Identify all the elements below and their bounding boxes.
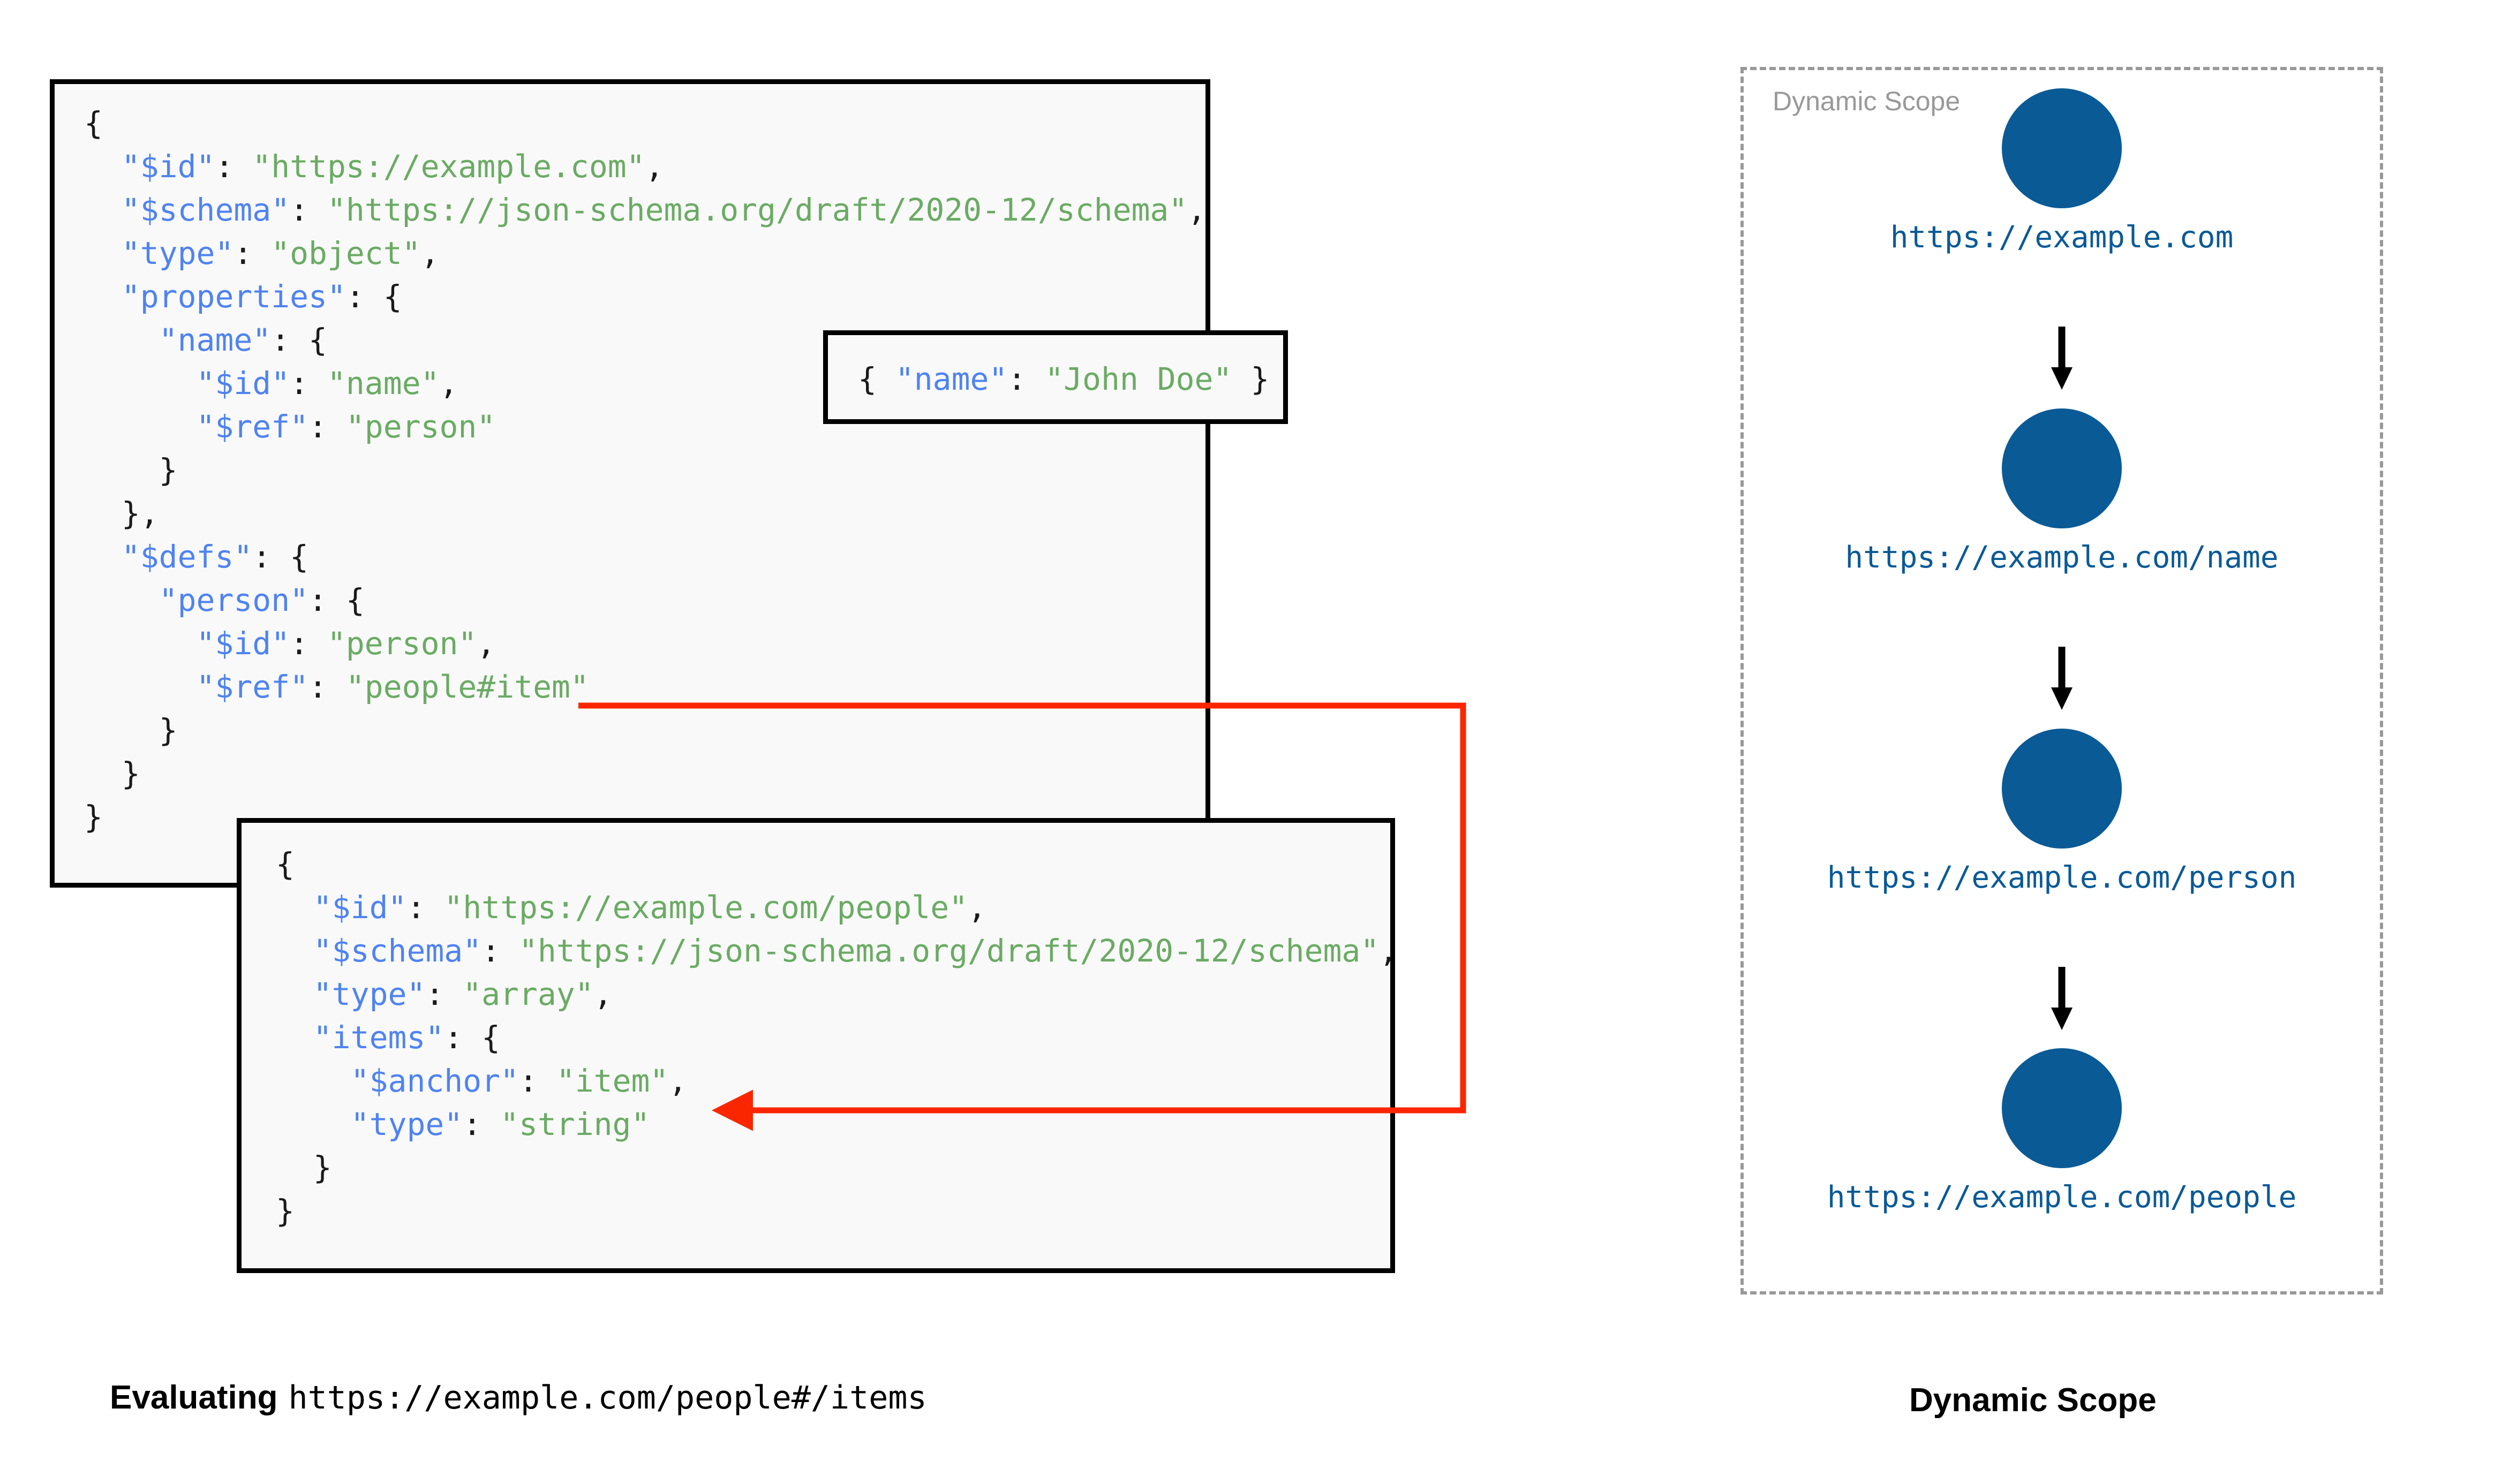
scope-circle-icon-3 [2002,1048,2122,1168]
scope-circle-icon-2 [2002,729,2122,849]
scope-node-label-0: https://example.com [1890,220,2234,255]
scope-arrow-down-icon-1 [2051,647,2073,710]
root-schema-code: { "$id": "https://example.com", "$schema… [84,105,1207,835]
dynamic-scope-caption: Dynamic Scope [1909,1382,2157,1419]
scope-circle-icon-0 [2002,88,2122,208]
scope-node-0: https://example.com [1740,88,2383,255]
evaluating-url: https://example.com/people#/items [288,1379,927,1417]
scope-arrow-down-icon-0 [2051,327,2073,390]
people-schema-code: { "$id": "https://example.com/people", "… [276,846,1398,1229]
dynamic-scope-panel-title: Dynamic Scope [1773,86,1961,116]
scope-node-label-1: https://example.com/name [1845,540,2279,575]
people-schema-box: { "$id": "https://example.com/people", "… [237,818,1398,1273]
scope-node-label-3: https://example.com/people [1827,1180,2297,1215]
scope-node-1: https://example.com/name [1740,408,2383,575]
dynamic-scope-panel [1740,67,2383,1294]
evaluating-label: Evaluating [110,1379,278,1416]
scope-circle-icon-1 [2002,408,2122,528]
root-schema-box: { "$id": "https://example.com", "$schema… [50,79,1210,888]
scope-node-label-2: https://example.com/person [1827,860,2297,895]
instance-code: { "name": "John Doe" } [858,361,1270,397]
instance-box: { "name": "John Doe" } [823,330,1288,424]
evaluating-caption: Evaluating https://example.com/people#/it… [110,1379,927,1417]
scope-node-3: https://example.com/people [1740,1048,2383,1215]
scope-node-2: https://example.com/person [1740,729,2383,895]
scope-arrow-down-icon-2 [2051,967,2073,1030]
